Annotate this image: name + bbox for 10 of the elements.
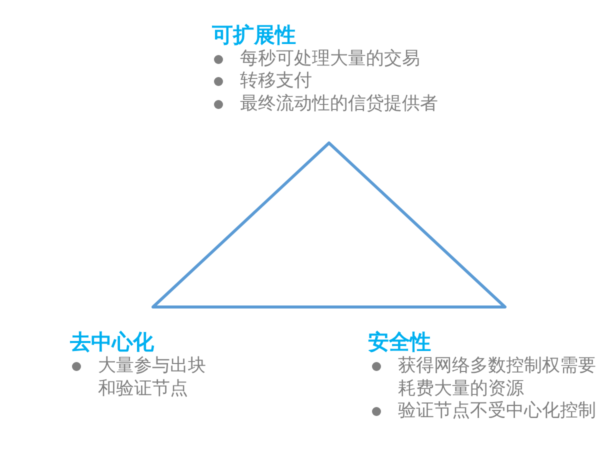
- bullet-text: 转移支付: [240, 70, 313, 92]
- triangle-outline: [152, 142, 506, 308]
- section-heading: 去中心化: [70, 330, 155, 354]
- bullet-text: 获得网络多数控制权需要耗费大量的资源: [398, 355, 597, 400]
- section-heading: 安全性: [368, 330, 432, 354]
- section-heading: 可扩展性: [212, 23, 297, 47]
- bullet-text: 每秒可处理大量的交易: [240, 48, 421, 70]
- bullet-text: 大量参与出块和验证节点: [98, 355, 207, 400]
- bullet-text: 最终流动性的信贷提供者: [240, 92, 439, 115]
- bullet-text: 验证节点不受中心化控制: [398, 400, 597, 422]
